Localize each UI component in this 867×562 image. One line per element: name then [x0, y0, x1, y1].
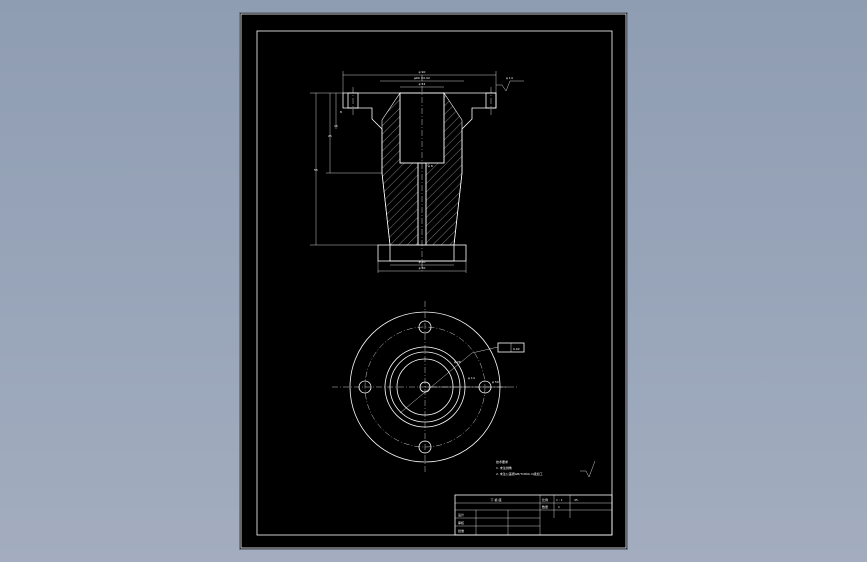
notes-line1: 1. 未注倒角: [496, 465, 512, 470]
dim-top-inner: φ60 ±0.02: [414, 76, 430, 80]
inner-frame: [256, 30, 613, 536]
designer-label: 设计: [458, 512, 464, 517]
title-block: [454, 494, 613, 536]
plan-callout-box: 0.02: [513, 347, 520, 351]
drawing-sheet: φ 90 φ60 ±0.02 φ 44 φ 8 φ 50 φ 60 φ 14 8…: [240, 13, 627, 549]
part-name: 下 模 座: [491, 497, 502, 502]
plan-dim-a: φ 28: [454, 360, 461, 364]
dim-top-overall: φ 90: [419, 70, 426, 74]
bolt-hole-bottom: [418, 440, 432, 454]
dim-right-note: φ 14: [506, 76, 513, 80]
dim-left-v1: 8: [340, 110, 342, 114]
bolt-hole-top: [418, 320, 432, 334]
dim-left-v2: 15: [334, 124, 338, 128]
section-view: [310, 71, 524, 273]
dim-bore-note: φ 8: [428, 164, 433, 168]
checker-label: 审核: [458, 520, 464, 525]
approver-label: 批准: [458, 528, 464, 533]
plan-dim-b: φ 14: [468, 376, 475, 380]
plan-view: [332, 301, 525, 473]
dim-bottom-2: φ 60: [419, 266, 426, 270]
dim-bottom-1: φ 50: [419, 260, 426, 264]
dim-left-v4: 55: [314, 168, 318, 172]
qty-label: 数量: [542, 504, 548, 509]
dim-left-v3: 25: [328, 134, 332, 138]
scale-value: 1 : 1: [556, 498, 563, 502]
cad-drawing: φ 90 φ60 ±0.02 φ 44 φ 8 φ 50 φ 60 φ 14 8…: [240, 13, 627, 549]
bolt-hole-left: [358, 380, 372, 394]
material: 45: [574, 498, 578, 502]
scale-label: 比例: [542, 497, 548, 502]
technical-notes: 技术要求 1. 未注倒角 2. 未注公差按GB/T1804-m级加工: [496, 459, 596, 478]
plan-dim-c: φ 50: [492, 380, 499, 384]
notes-line2: 2. 未注公差按GB/T1804-m级加工: [496, 471, 543, 476]
dim-top-inner2: φ 44: [419, 82, 426, 86]
qty-value: 1: [558, 505, 560, 509]
notes-title: 技术要求: [496, 459, 508, 464]
outer-frame: [240, 13, 627, 549]
